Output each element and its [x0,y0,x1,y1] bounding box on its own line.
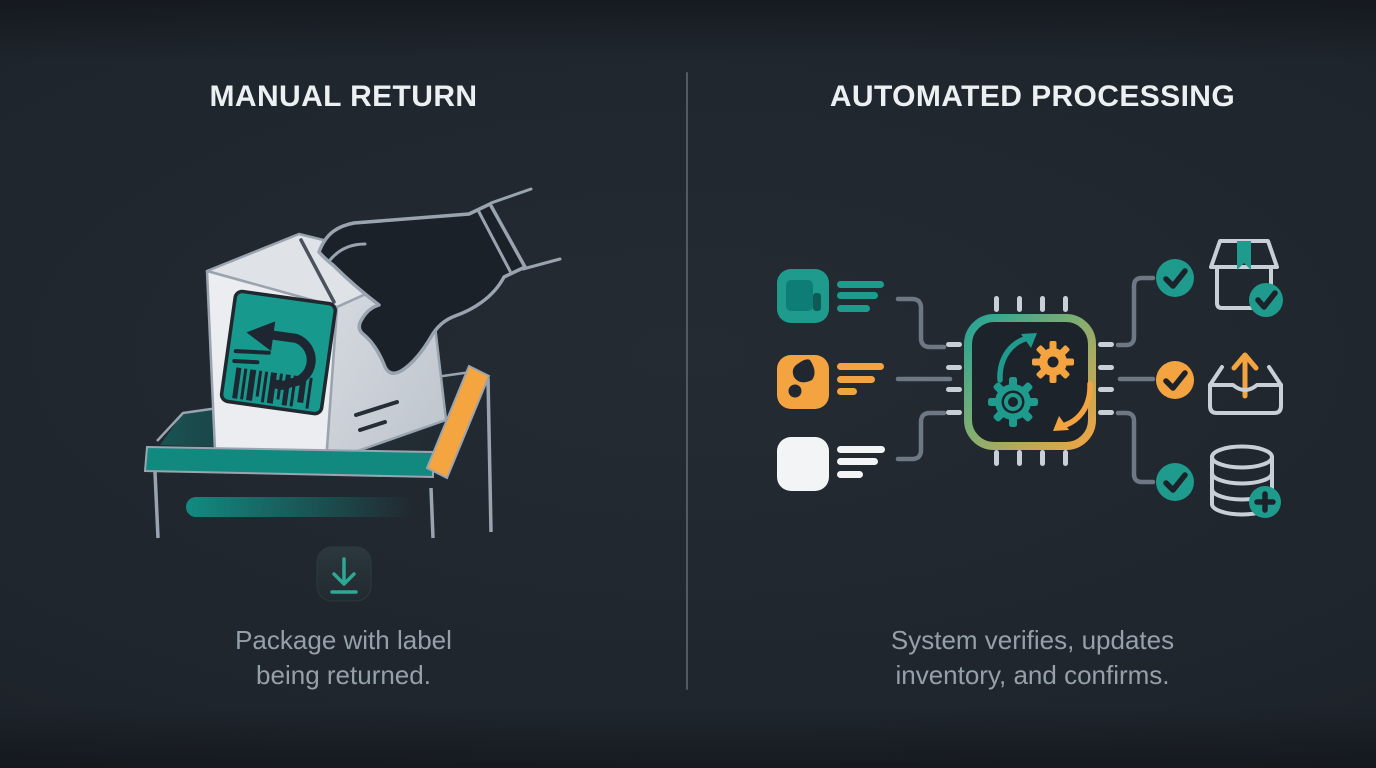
database-add-icon [1210,444,1281,518]
text-line [837,458,878,465]
return-label-icon [219,289,338,416]
left-caption: Package with label being returned. [0,623,687,693]
text-line [837,388,857,395]
text-line [837,281,884,288]
download-icon [316,546,372,602]
box-flap-seam [299,238,336,304]
cuff-line [477,210,512,273]
input-item-image [777,269,884,323]
chart-blob-icon [792,359,815,383]
gear-icon-orange [1032,341,1074,383]
check-badge-2 [1156,361,1194,399]
arm-line [489,187,533,205]
document-thumbnail-icon [786,280,813,311]
box-detail-dash [358,420,387,432]
left-illustration [143,187,562,602]
flow-connector-in-1 [895,296,947,350]
input-item-blank [777,437,885,491]
chip-pins [946,296,1114,466]
tray-leg-left [153,471,160,539]
label-text-line [233,349,271,355]
flow-connector-out-1 [1115,275,1156,348]
finger-line [328,242,367,262]
tray-leg-back [486,377,493,533]
text-line [837,376,875,383]
text-line [837,471,863,478]
tray-corner-rim [425,364,491,480]
chart-dot [788,384,802,398]
hand [317,187,562,375]
text-line [837,363,884,370]
sync-arrow-down-icon [1053,381,1093,431]
arm-line [521,257,562,271]
flow-connector-out-3 [1115,410,1156,485]
package-verified-icon [1209,239,1283,317]
package-check-badge [1249,283,1283,317]
thumbnail-bar [813,293,821,311]
left-caption-line2: being returned. [256,660,431,690]
check-badge-3 [1156,463,1194,501]
left-caption-line1: Package with label [235,625,452,655]
flow-connector-in-3 [895,410,947,462]
tray-leg-right [429,487,435,539]
right-flow-diagram [777,239,1283,518]
text-line [837,305,870,312]
gear-icon-teal [988,377,1038,427]
text-line [837,292,878,299]
upload-inbox-icon [1208,352,1283,415]
check-badge-1 [1156,259,1194,297]
drop-tray-front [143,364,491,539]
box-detail-dash [354,400,399,417]
package-tape [1237,241,1251,270]
panel-divider [686,72,688,690]
barcode-icon [232,367,313,409]
left-panel-title: MANUAL RETURN [209,80,478,113]
sync-arrow-up-icon [997,333,1037,383]
input-item-chart [777,355,884,409]
label-text-line [232,359,260,365]
right-caption-line1: System verifies, updates [890,625,1175,655]
right-caption-line2: inventory, and confirms. [895,660,1170,690]
text-line [837,446,885,453]
right-caption: System verifies, updates inventory, and … [689,623,1376,693]
tray-front-rim [143,445,434,479]
right-panel-title: AUTOMATED PROCESSING [829,80,1236,113]
conveyor-glow-bar [186,497,412,517]
chip-gears-sync-icon [964,314,1096,450]
blank-card-icon [777,437,829,491]
